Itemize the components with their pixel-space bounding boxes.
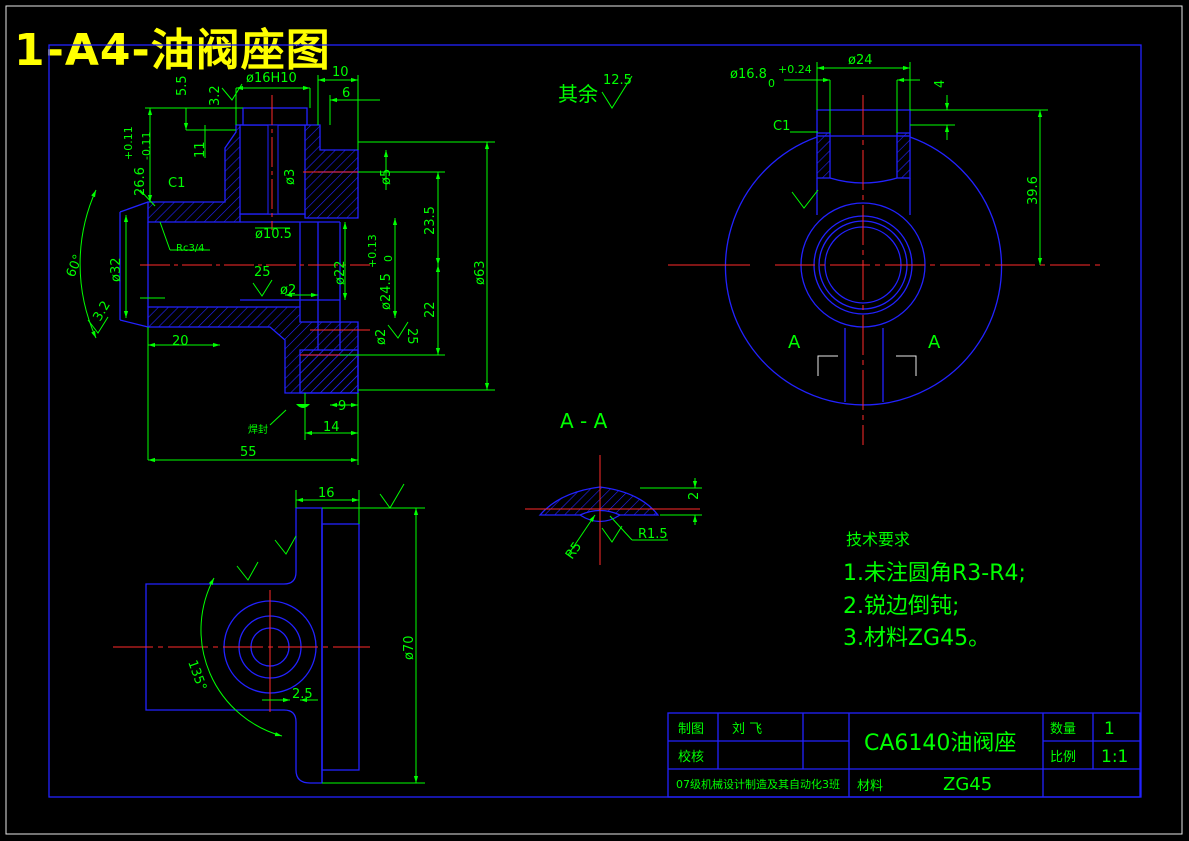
angle-135: 135° bbox=[184, 658, 209, 693]
dim-d70: ø70 bbox=[402, 636, 417, 661]
tb-part-name: CA6140油阀座 bbox=[864, 731, 1016, 756]
tb-material-label: 材料 bbox=[857, 779, 883, 794]
dim-d32: ø32 bbox=[109, 258, 124, 283]
dim-6: 6 bbox=[342, 86, 350, 101]
dim-d24-5-tol-up: +0.13 bbox=[366, 234, 379, 268]
tb-qty-value: 1 bbox=[1104, 719, 1115, 739]
dim-r1-5: R1.5 bbox=[638, 527, 668, 542]
dim-22-v: 22 bbox=[423, 301, 438, 318]
roughness-other-label: 其余 bbox=[558, 82, 598, 106]
chamfer-c1-left: C1 bbox=[168, 176, 185, 191]
dim-d2-b: ø2 bbox=[374, 329, 389, 345]
dim-26-6-tol-up: +0.11 bbox=[122, 126, 135, 160]
dim-d24: ø24 bbox=[848, 53, 873, 68]
dim-d2-a: ø2 bbox=[280, 283, 296, 298]
dim-14: 14 bbox=[323, 420, 340, 435]
dim-10: 10 bbox=[332, 65, 349, 80]
dim-d5: ø5 bbox=[379, 169, 394, 185]
tech-heading: 技术要求 bbox=[846, 530, 910, 549]
dim-26-6-tol-dn: -0.11 bbox=[140, 132, 153, 160]
dim-d3: ø3 bbox=[283, 169, 298, 185]
roughness-3-2-a: 3.2 bbox=[208, 85, 223, 106]
dim-d10-5: ø10.5 bbox=[255, 227, 292, 242]
dim-20: 20 bbox=[172, 334, 189, 349]
main-section-view bbox=[119, 95, 370, 408]
dim-d16-8: ø16.8 bbox=[730, 67, 767, 82]
section-mark-right: A bbox=[928, 332, 941, 353]
top-view bbox=[668, 95, 1104, 445]
weld-note: 焊封 bbox=[248, 423, 268, 436]
chamfer-c1-right: C1 bbox=[773, 119, 790, 134]
dim-55: 55 bbox=[240, 445, 257, 460]
tech-item-3: 3.材料ZG45。 bbox=[843, 626, 990, 651]
dim-4: 4 bbox=[933, 80, 948, 88]
inner-frame bbox=[48, 44, 1142, 798]
roughness-3-2-b: 3.2 bbox=[90, 299, 113, 324]
section-mark-left: A bbox=[788, 332, 801, 353]
section-a-a: A - A bbox=[525, 409, 702, 565]
top-view-dims bbox=[784, 62, 1048, 265]
dim-d24-5: ø24.5 bbox=[379, 273, 394, 310]
dim-9: 9 bbox=[338, 399, 346, 414]
dim-d16-8-tol-dn: 0 bbox=[768, 77, 775, 90]
tb-scale-label: 比例 bbox=[1050, 750, 1076, 765]
dim-16: 16 bbox=[318, 486, 335, 501]
dim-d16-8-tol-up: +0.24 bbox=[778, 63, 812, 76]
main-view-dims bbox=[79, 75, 495, 465]
dim-39-6: 39.6 bbox=[1026, 176, 1041, 205]
dim-5-5: 5.5 bbox=[175, 75, 190, 96]
angle-60: 60° bbox=[64, 253, 87, 280]
roughness-other-value: 12.5 bbox=[603, 73, 632, 88]
roughness-25-b: 25 bbox=[404, 328, 419, 345]
dim-2-5: 2.5 bbox=[292, 687, 313, 702]
dim-d63: ø63 bbox=[473, 261, 488, 286]
title-block bbox=[667, 712, 1141, 798]
tb-scale-value: 1:1 bbox=[1101, 747, 1128, 767]
tech-item-1: 1.未注圆角R3-R4; bbox=[843, 561, 1026, 586]
section-a-a-label: A - A bbox=[560, 409, 608, 433]
side-view bbox=[113, 507, 370, 784]
roughness-25: 25 bbox=[254, 265, 271, 280]
dim-11: 11 bbox=[193, 141, 208, 158]
tech-item-2: 2.锐边倒钝; bbox=[843, 594, 959, 619]
tech-requirements: 技术要求 1.未注圆角R3-R4; 2.锐边倒钝; 3.材料ZG45。 bbox=[843, 530, 1026, 651]
dim-2: 2 bbox=[687, 492, 702, 500]
tb-check-label: 校核 bbox=[678, 749, 704, 765]
tb-drawn-name: 刘 飞 bbox=[732, 722, 762, 737]
dim-d22: ø22 bbox=[333, 261, 348, 286]
thread-rc3-4: Rc3/4 bbox=[176, 243, 205, 254]
dim-26-6: 26.6 bbox=[133, 167, 148, 196]
drawing-title: 1-A4-油阀座图 bbox=[14, 25, 331, 76]
tb-drawn-label: 制图 bbox=[678, 722, 704, 737]
tb-material-value: ZG45 bbox=[943, 774, 992, 795]
tb-class-name: 07级机械设计制造及其自动化3班 bbox=[676, 777, 840, 791]
dim-r5: R5 bbox=[563, 540, 585, 563]
side-view-dims bbox=[200, 483, 425, 784]
dim-16h10: ø16H10 bbox=[246, 71, 297, 86]
dim-23-5: 23.5 bbox=[423, 206, 438, 235]
outer-frame bbox=[5, 5, 1183, 835]
dim-d24-5-tol-dn: 0 bbox=[382, 255, 395, 262]
tb-qty-label: 数量 bbox=[1050, 722, 1076, 737]
